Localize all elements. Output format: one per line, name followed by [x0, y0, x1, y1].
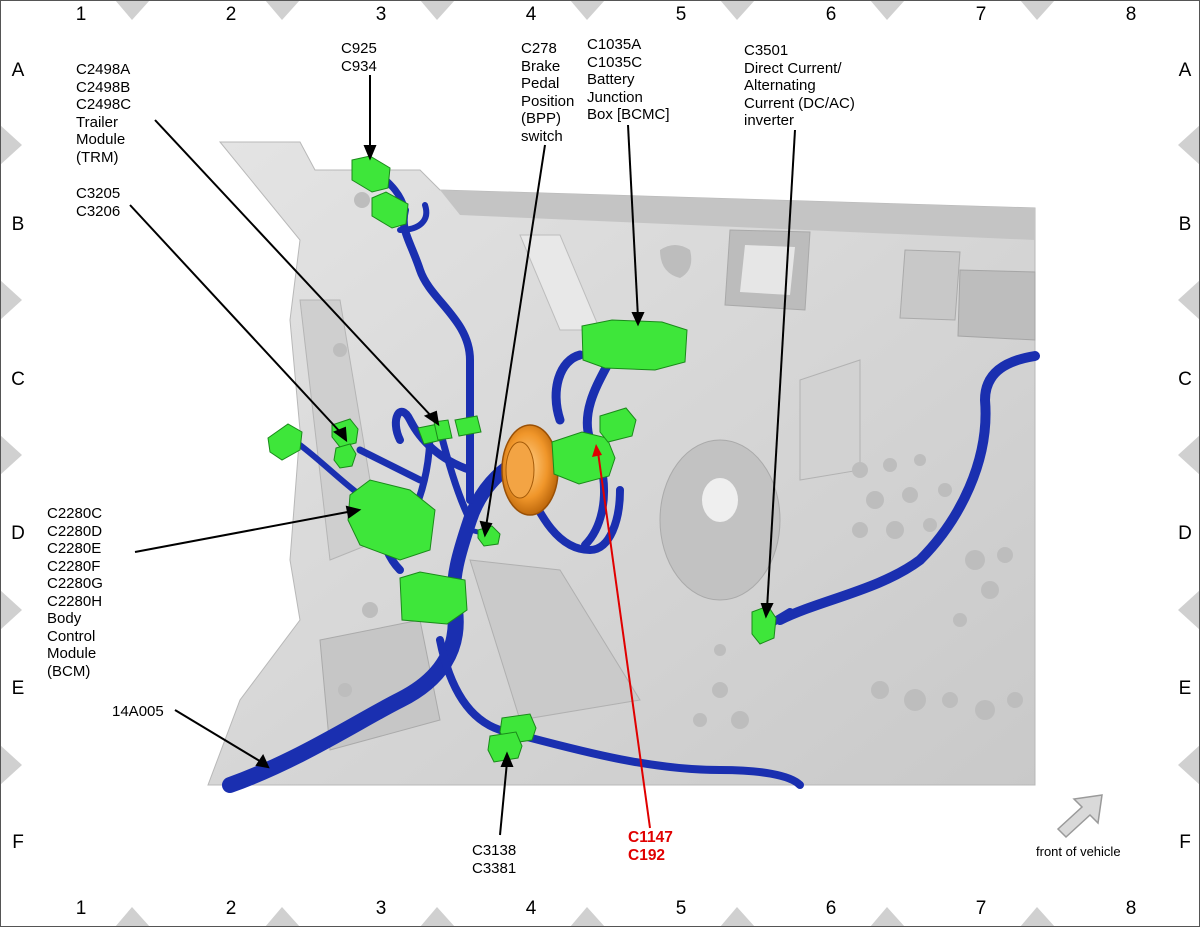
callout-dc-ac-inverter: C3501 Direct Current/ Alternating Curren… — [744, 42, 855, 129]
connector-c192 — [599, 407, 637, 443]
callout-brake-pedal-switch: C278 Brake Pedal Position (BPP) switch — [521, 40, 575, 145]
grid-row-b: B — [11, 214, 25, 235]
callout-c3205-c3206: C3205 C3206 — [76, 185, 121, 220]
callout-body-control-module: C2280C C2280D C2280E C2280F C2280G C2280… — [47, 505, 103, 680]
grid-col-3-bottom: 3 — [375, 898, 387, 919]
grid-col-2: 2 — [225, 4, 237, 25]
connector-c1147 — [551, 431, 616, 485]
grid-row-c-right: C — [1178, 369, 1192, 390]
connector-trm-c — [454, 415, 482, 437]
front-of-vehicle-label: front of vehicle — [1036, 844, 1121, 859]
grid-col-8: 8 — [1125, 4, 1137, 25]
grid-col-6-bottom: 6 — [825, 898, 837, 919]
callout-harness-14a005: 14A005 — [112, 703, 164, 720]
front-of-vehicle-arrow-icon — [1056, 794, 1103, 839]
grid-col-1-bottom: 1 — [75, 898, 87, 919]
grid-col-1: 1 — [75, 4, 87, 25]
highlight-leader — [592, 444, 651, 829]
callout-battery-junction-box: C1035A C1035C Battery Junction Box [BCMC… — [587, 36, 670, 123]
grid-row-d-right: D — [1178, 523, 1192, 544]
connector-c3206 — [333, 443, 357, 469]
callout-c925-c934: C925 C934 — [341, 40, 377, 75]
grid-col-4: 4 — [525, 4, 537, 25]
grid-row-a-right: A — [1178, 60, 1192, 81]
connector-bcm-lower — [399, 571, 468, 625]
dash-panel — [207, 141, 1036, 786]
grid-row-d: D — [11, 523, 25, 544]
connector-c3381 — [487, 731, 523, 763]
bulkhead-grommet — [501, 424, 559, 516]
grid-row-e-right: E — [1178, 678, 1192, 699]
grid-col-7-bottom: 7 — [975, 898, 987, 919]
grid-row-c: C — [11, 369, 25, 390]
grid-col-8-bottom: 8 — [1125, 898, 1137, 919]
grid-col-7: 7 — [975, 4, 987, 25]
grid-row-e: E — [11, 678, 25, 699]
connector-c934 — [371, 191, 409, 229]
grid-row-f-right: F — [1179, 832, 1191, 853]
connector-bjb — [581, 319, 688, 371]
grid-row-a: A — [11, 60, 25, 81]
connector-bcm — [347, 479, 436, 561]
connectors — [267, 155, 777, 763]
connector-left — [267, 423, 303, 461]
grid-col-2-bottom: 2 — [225, 898, 237, 919]
callout-c3138-c3381: C3138 C3381 — [472, 842, 517, 877]
grid-col-5-bottom: 5 — [675, 898, 687, 919]
grid-row-f: F — [12, 832, 24, 853]
grid-col-5: 5 — [675, 4, 687, 25]
grid-col-6: 6 — [825, 4, 837, 25]
callout-trailer-module: C2498A C2498B C2498C Trailer Module (TRM… — [76, 61, 132, 166]
grid-col-4-bottom: 4 — [525, 898, 537, 919]
leader-lines — [129, 75, 796, 836]
grid-col-3: 3 — [375, 4, 387, 25]
callout-c1147-c192: C1147 C192 — [628, 829, 673, 864]
grid-row-b-right: B — [1178, 214, 1192, 235]
